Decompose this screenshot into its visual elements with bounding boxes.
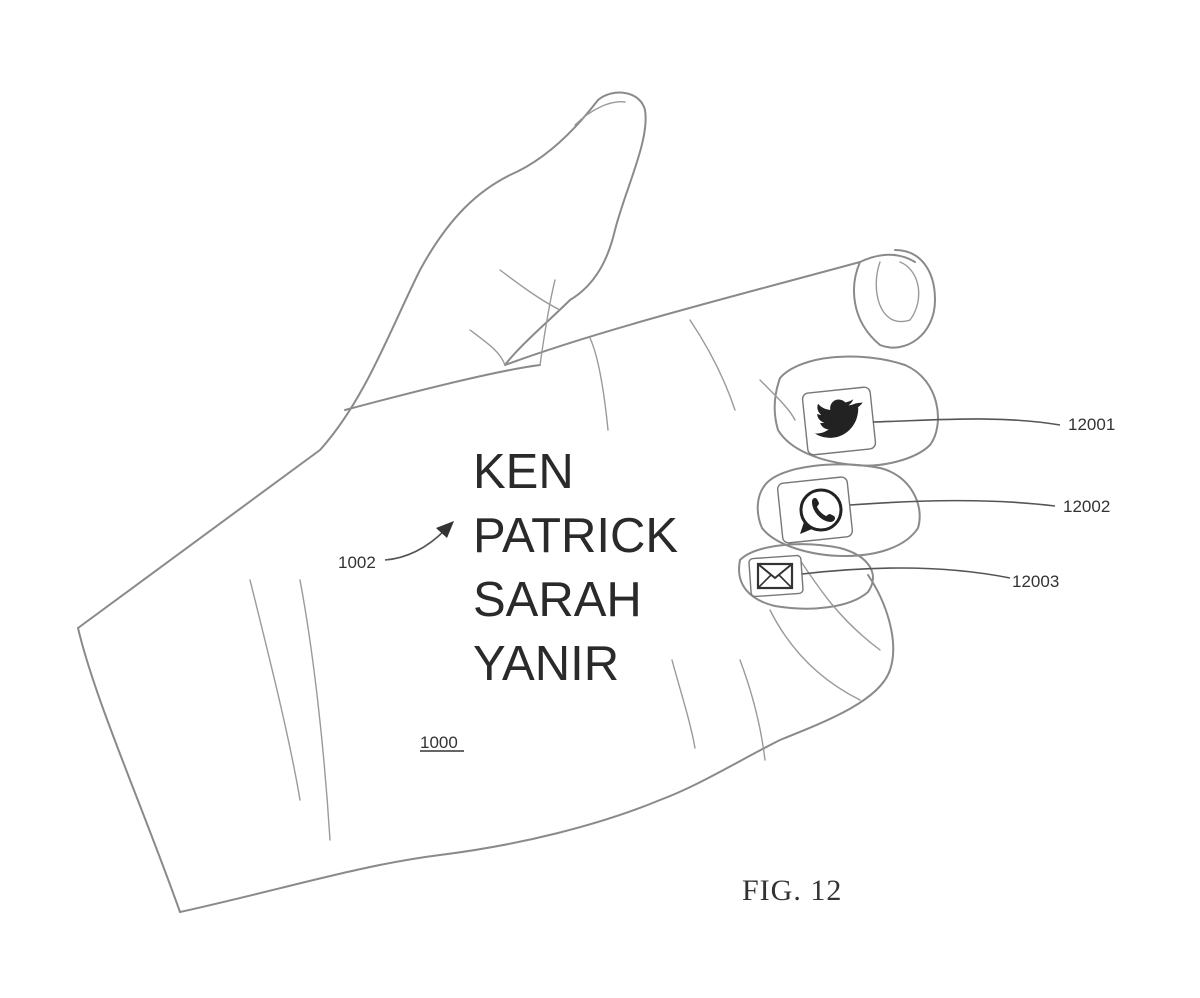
hand-outline-thumb	[77, 91, 647, 629]
palm-crease-2	[689, 319, 736, 411]
palm-crease-7	[799, 559, 881, 651]
leader-line-12002	[849, 499, 1056, 507]
hand-outline-little-finger	[738, 543, 874, 610]
hand-outline-ring-finger	[756, 463, 921, 557]
wrist-crease-2	[299, 579, 331, 841]
hand-outline-index-tip	[853, 249, 936, 349]
hand-outline-middle-finger	[773, 355, 939, 467]
leader-line-12003	[801, 567, 1011, 579]
reference-label: 12002	[1063, 497, 1110, 516]
fingernail-icon-mail[interactable]	[748, 554, 804, 598]
palm-crease-8	[769, 609, 861, 701]
thumb-nail	[574, 101, 626, 126]
hand-outline-lower-palm	[179, 574, 895, 913]
twitter-bird-icon	[814, 399, 863, 438]
palm-crease-3	[539, 279, 556, 366]
reference-label: 1000	[420, 733, 458, 752]
palm-crease-9	[671, 659, 696, 749]
reference-label: 1002	[338, 553, 376, 572]
reference-1002: 1002	[338, 521, 454, 572]
fingernail-index	[875, 261, 920, 323]
whatsapp-icon	[799, 488, 843, 534]
fingernail-icon-whatsapp[interactable]	[776, 476, 854, 544]
fingernail-icon-twitter[interactable]	[801, 386, 877, 456]
palm-crease-5	[469, 329, 506, 366]
hand-outline-palm-edge	[344, 364, 541, 411]
contact-name[interactable]: YANIR	[473, 637, 619, 691]
palm-crease-10	[739, 659, 766, 761]
reference-arrow-line	[384, 529, 446, 561]
palm-crease-4	[499, 269, 561, 311]
reference-label: 12001	[1068, 415, 1115, 434]
contact-name[interactable]: PATRICK	[473, 509, 678, 563]
leader-line-12001	[872, 418, 1061, 426]
reference-label: 12003	[1012, 572, 1059, 591]
figure-label: FIG. 12	[742, 874, 842, 907]
hand-outline-wrist	[77, 627, 181, 913]
contact-name[interactable]: SARAH	[473, 573, 642, 627]
hand-outline-index-top	[504, 253, 916, 366]
contact-list: KEN PATRICK SARAH YANIR	[473, 445, 678, 691]
reference-1000: 1000	[420, 733, 464, 752]
mail-envelope-icon	[756, 562, 794, 590]
contact-name[interactable]: KEN	[473, 445, 574, 499]
palm-crease-1	[589, 337, 609, 431]
palm-crease-6	[759, 379, 796, 421]
arrow-head-icon	[436, 521, 454, 538]
hand-drawing	[77, 91, 939, 913]
wrist-crease-1	[249, 579, 301, 801]
